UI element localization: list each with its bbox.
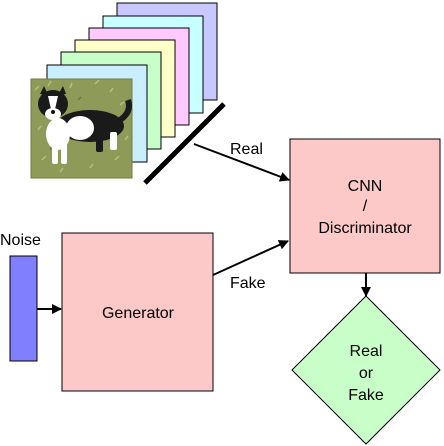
discriminator-box <box>289 138 441 274</box>
generator-label: Generator <box>102 305 175 322</box>
real-edge-label: Real <box>230 141 263 158</box>
fake-edge-label: Fake <box>230 275 266 292</box>
noise-vector <box>9 255 38 362</box>
output-label-line-2: or <box>359 365 374 382</box>
dog-photo-icon <box>30 78 133 179</box>
discriminator-label-line-2: / <box>363 198 368 215</box>
output-diamond <box>291 295 441 445</box>
selector-bar <box>143 102 226 185</box>
real-arrow <box>193 143 290 182</box>
real-image-stack <box>30 2 218 179</box>
noise-label: Noise <box>0 232 41 249</box>
generator-box <box>61 232 214 392</box>
discriminator-label-line-3: Discriminator <box>318 220 412 237</box>
discriminator-label-line-1: CNN <box>348 178 383 195</box>
fake-arrow <box>212 240 289 276</box>
output-label-line-1: Real <box>350 343 383 360</box>
output-label-line-3: Fake <box>348 387 384 404</box>
